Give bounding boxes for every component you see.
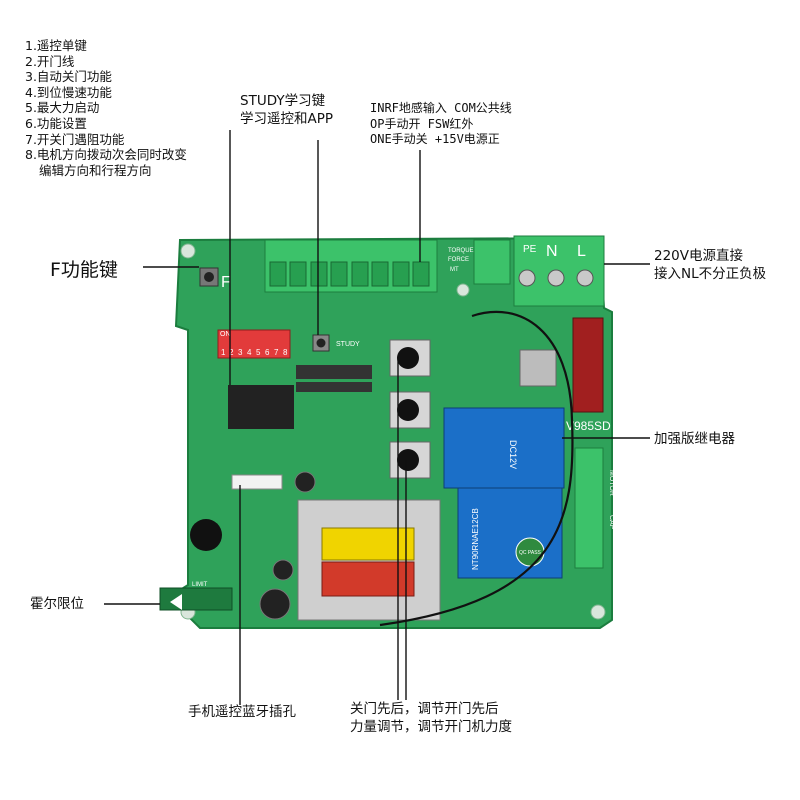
- screw: [547, 269, 565, 287]
- heatsink: [519, 349, 557, 387]
- terminal-line-1: INRF地感输入 COM公共线: [370, 101, 512, 115]
- limit-connector: [159, 587, 233, 611]
- dip-function-item: 6.功能设置: [25, 115, 87, 131]
- dip-function-item: 编辑方向和行程方向: [39, 162, 152, 178]
- force-label: FORCE: [448, 257, 469, 263]
- power-callout: 220V电源直接 接入NL不分正负极: [654, 247, 766, 283]
- terminal-line-2: OP手动开 FSW红外: [370, 116, 474, 131]
- torque-label: TORQUE: [448, 248, 474, 254]
- adjust-line-2: 力量调节，调节开门机力度: [350, 719, 512, 735]
- f-key-callout: F功能键: [50, 259, 118, 281]
- svg-text:3: 3: [238, 348, 243, 357]
- capacitor: [259, 588, 291, 620]
- potentiometers: [389, 339, 431, 479]
- motor-terminal: [574, 447, 604, 569]
- svg-text:6: 6: [265, 348, 270, 357]
- dip-on-label: ON: [220, 331, 231, 338]
- dip-function-list: 1.遥控单键 2.开门线 3.自动关门功能 4.到位慢速功能 5.最大力启动 6…: [25, 38, 187, 178]
- relay-top: [443, 407, 565, 489]
- ic-row: [296, 365, 372, 379]
- f-label: F: [221, 274, 231, 291]
- study-key-label: STUDY学习键: [240, 93, 326, 109]
- adjust-line-1: 关门先后，调节开门先后: [350, 701, 499, 717]
- n-label: N: [546, 243, 558, 260]
- study-button-cap: [316, 338, 326, 348]
- screw: [576, 269, 594, 287]
- adjust-callout: 关门先后，调节开门先后 力量调节，调节开门机力度: [350, 700, 512, 736]
- bluetooth-header: [231, 474, 283, 490]
- cap-label: CAP: [608, 515, 615, 530]
- varistor: [572, 317, 604, 413]
- capacitor: [272, 559, 294, 581]
- power-line-1: 220V电源直接: [654, 248, 744, 264]
- relay-bottom-text: NT90RNAE12CB: [471, 508, 480, 570]
- relay-top-text: DC12V: [508, 440, 518, 469]
- relay-callout: 加强版继电器: [654, 431, 735, 447]
- dip-function-item: 3.自动关门功能: [25, 69, 112, 85]
- svg-text:1: 1: [221, 348, 226, 357]
- motor-label: MOTOR: [608, 470, 615, 496]
- study-label: STUDY: [336, 341, 360, 348]
- transformer-coil-yellow: [321, 527, 415, 561]
- model-label: V985SD: [566, 419, 611, 433]
- l-label: L: [577, 243, 586, 260]
- mt-label: MT: [450, 267, 459, 273]
- svg-text:7: 7: [274, 348, 279, 357]
- power-line-2: 接入NL不分正负极: [654, 266, 767, 282]
- terminal-screws: [269, 261, 430, 287]
- svg-text:2: 2: [229, 348, 234, 357]
- limit-arrow: [170, 594, 182, 610]
- dip-function-item: 8.电机方向拨动次会同时改变: [25, 147, 187, 163]
- ic-row: [296, 382, 372, 392]
- capacitor: [294, 471, 316, 493]
- terminal-callout: INRF地感输入 COM公共线 OP手动开 FSW红外 ONE手动关 +15V电…: [370, 101, 512, 148]
- mount-hole: [590, 604, 606, 620]
- mount-hole: [180, 243, 196, 259]
- buzzer: [190, 519, 222, 551]
- transformer-coil-red: [321, 561, 415, 597]
- svg-text:4: 4: [247, 348, 252, 357]
- study-key-desc: 学习遥控和APP: [240, 111, 334, 127]
- hall-callout: 霍尔限位: [30, 596, 84, 612]
- relay-bottom: [457, 487, 563, 579]
- bluetooth-callout: 手机遥控蓝牙插孔: [188, 704, 296, 720]
- dip-function-item: 7.开关门遇阻功能: [25, 131, 125, 147]
- dip-function-item: 2.开门线: [25, 53, 75, 69]
- dip-function-item: 1.遥控单键: [25, 38, 87, 53]
- mount-hole: [456, 283, 470, 297]
- screw: [518, 269, 536, 287]
- svg-text:5: 5: [256, 348, 261, 357]
- dip-function-item: 4.到位慢速功能: [25, 84, 112, 100]
- terminal-line-3: ONE手动关 +15V电源正: [370, 132, 500, 146]
- qc-pass-text: QC PASS: [519, 550, 542, 556]
- torque-terminal: [473, 239, 511, 285]
- svg-text:8: 8: [283, 348, 288, 357]
- pe-label: PE: [523, 244, 537, 255]
- f-button-cap: [204, 272, 214, 282]
- dip-function-item: 5.最大力启动: [25, 100, 100, 116]
- study-key-callout: STUDY学习键 学习遥控和APP: [240, 92, 333, 128]
- limit-label: LIMIT: [192, 582, 208, 588]
- antenna-wire: [379, 310, 574, 627]
- ic-chip: [228, 385, 294, 429]
